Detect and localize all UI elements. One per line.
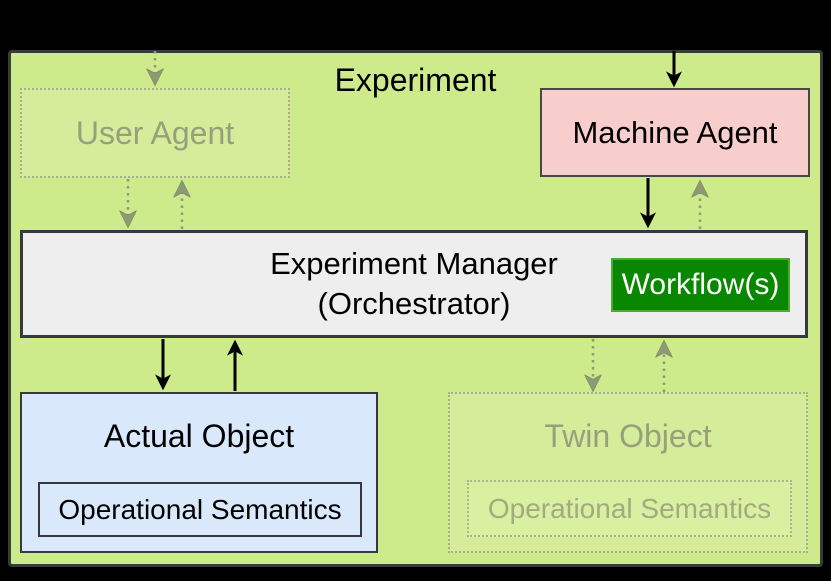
actual-object-label: Actual Object (103, 418, 295, 454)
machine-agent-node: Machine Agent (540, 88, 810, 177)
experiment-manager-label-line1: Experiment Manager (270, 245, 558, 281)
twin-object-node: Twin Object Operational Semantics (448, 392, 808, 553)
twin-object-label: Twin Object (544, 418, 712, 454)
twin-operational-semantics-box: Operational Semantics (467, 480, 792, 537)
experiment-manager-label-line2: (Orchestrator) (317, 286, 511, 321)
user-agent-label: User Agent (75, 114, 235, 151)
workflow-label: Workflow(s) (621, 268, 780, 301)
machine-agent-label: Machine Agent (572, 114, 778, 150)
user-agent-node: User Agent (20, 88, 290, 178)
actual-operational-semantics-box: Operational Semantics (38, 482, 362, 537)
actual-operational-semantics-label: Operational Semantics (58, 493, 342, 525)
twin-operational-semantics-label: Operational Semantics (487, 492, 772, 524)
actual-object-node: Actual Object Operational Semantics (20, 392, 378, 553)
workflow-badge: Workflow(s) (611, 258, 790, 312)
